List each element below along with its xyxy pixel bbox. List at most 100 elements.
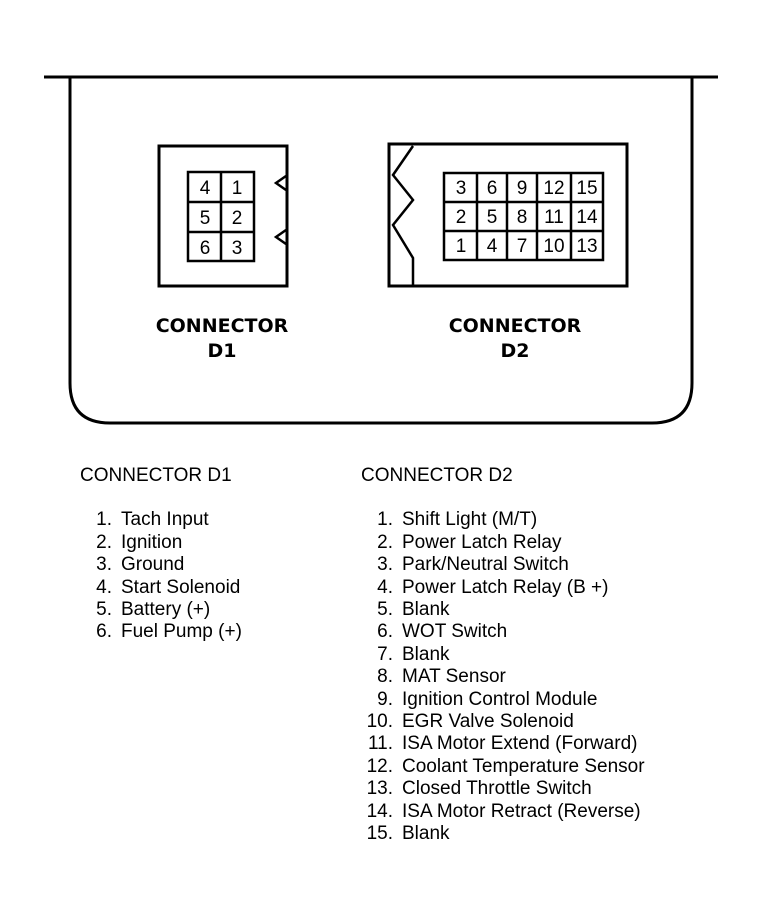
pin-number: 6 (487, 178, 498, 199)
legend-item: 15. Blank (361, 823, 645, 845)
connector-d1-housing (157, 144, 289, 288)
connector-d2-title: CONNECTOR (449, 315, 582, 337)
legend-item-number: 3. (96, 554, 112, 576)
pin-number: 8 (517, 207, 528, 228)
connector-d2-housing (387, 142, 629, 288)
legend-connector-d1: CONNECTOR D1 1. Tach Input 2. Ignition 3. Gro… (80, 465, 242, 644)
pin-number: 1 (232, 178, 243, 199)
pin-number: 5 (200, 208, 211, 229)
legend-item-label: WOT Switch (402, 621, 508, 643)
legend-connector-d2: CONNECTOR D2 1. Shift Light (M/T) 2. Power … (361, 465, 645, 846)
pin-number: 7 (517, 236, 528, 257)
pin-number: 10 (543, 236, 564, 257)
pin-number: 3 (232, 238, 243, 259)
legend-item: 2. Power Latch Relay (361, 532, 645, 554)
legend-item-label: Ignition Control Module (402, 688, 598, 710)
connector-d1-title: CONNECTOR (156, 315, 289, 337)
legend-item: 2. Ignition (80, 532, 242, 554)
legend-item-number: 3. (377, 554, 393, 576)
legend-item: 1. Tach Input (80, 509, 242, 531)
legend-item-label: Power Latch Relay (402, 531, 562, 553)
pin-number: 2 (456, 207, 467, 228)
legend-item-number: 2. (377, 531, 393, 553)
legend-item: 4. Start Solenoid (80, 577, 242, 599)
legend-item-number: 5. (96, 599, 112, 621)
pin-number: 5 (487, 207, 498, 228)
connector-d1-subtitle: D1 (208, 340, 237, 362)
legend-item-label: Blank (402, 599, 450, 621)
legend-item: 12. Coolant Temperature Sensor (361, 756, 645, 778)
legend-d1-list: 1. Tach Input 2. Ignition 3. Ground 4. Start So… (80, 509, 242, 643)
legend-item-label: Power Latch Relay (B +) (402, 576, 609, 598)
legend-item-label: ISA Motor Retract (Reverse) (402, 800, 641, 822)
legend-item: 3. Park/Neutral Switch (361, 554, 645, 576)
pin-number: 12 (543, 178, 564, 199)
legend-item-label: Ground (121, 554, 185, 576)
legend-item-number: 2. (96, 531, 112, 553)
legend-d2-heading: CONNECTOR D2 (361, 465, 513, 486)
connector-d2-zigzag (391, 145, 415, 286)
legend-item: 1. Shift Light (M/T) (361, 509, 645, 531)
legend-item-number: 6. (96, 621, 112, 643)
legend-item-number: 1. (96, 509, 112, 531)
legend-item-label: Shift Light (M/T) (402, 509, 538, 531)
legend-item: 7. Blank (361, 644, 645, 666)
pin-number: 4 (200, 178, 211, 199)
legend-item: 4. Power Latch Relay (B +) (361, 577, 645, 599)
legend-item-number: 4. (377, 576, 393, 598)
legend-item-label: Closed Throttle Switch (402, 778, 592, 800)
connector-d2-subtitle: D2 (501, 340, 530, 362)
legend-item: 9. Ignition Control Module (361, 689, 645, 711)
legend-item-label: Blank (402, 643, 450, 665)
legend-item-number: 11. (367, 733, 393, 755)
legend-item-number: 13. (366, 778, 393, 800)
legend-item: 14. ISA Motor Retract (Reverse) (361, 801, 645, 823)
legend-item: 3. Ground (80, 554, 242, 576)
legend-item-number: 4. (96, 576, 112, 598)
legend-item: 5. Battery (+) (80, 599, 242, 621)
connector-d2-pin-block (442, 171, 605, 262)
pin-number: 1 (456, 236, 467, 257)
legend-item: 11.ISA Motor Extend (Forward) (361, 733, 645, 755)
legend-item-number: 5. (377, 599, 393, 621)
legend-item-number: 10. (366, 711, 393, 733)
legend-d1-heading: CONNECTOR D1 (80, 465, 232, 486)
pin-number: 13 (576, 236, 597, 257)
pin-number: 9 (517, 178, 528, 199)
legend-item: 8.MAT Sensor (361, 666, 645, 688)
legend-item: 6. WOT Switch (361, 621, 645, 643)
legend-item-number: 14. (366, 800, 393, 822)
legend-item-label: Battery (+) (121, 599, 211, 621)
legend-item-label: EGR Valve Solenoid (402, 711, 574, 733)
pin-number: 3 (456, 178, 467, 199)
legend-item-number: 7. (377, 643, 393, 665)
pin-number: 14 (576, 207, 598, 228)
legend-item-number: 12. (366, 755, 393, 777)
legend-item-number: 15. (366, 823, 393, 845)
enclosure-outline (68, 77, 694, 425)
latch-notch (273, 228, 287, 246)
legend-item: 6. Fuel Pump (+) (80, 621, 242, 643)
pin-number: 2 (232, 208, 243, 229)
pin-number: 15 (576, 178, 597, 199)
legend-item-label: Coolant Temperature Sensor (402, 755, 645, 777)
pin-number: 4 (487, 236, 498, 257)
legend-item-label: Tach Input (121, 509, 209, 531)
legend-item-number: 9. (377, 688, 393, 710)
legend-item: 10. EGR Valve Solenoid (361, 711, 645, 733)
latch-notch (273, 174, 287, 192)
legend-item-label: Blank (402, 823, 450, 845)
legend-item-number: 1. (377, 509, 393, 531)
legend-item-label: Start Solenoid (121, 576, 241, 598)
pin-number: 6 (200, 238, 211, 259)
legend-item-number: 6. (377, 621, 393, 643)
legend-item-label: Ignition (121, 531, 183, 553)
legend-item: 5. Blank (361, 599, 645, 621)
legend-item-number: 8. (377, 666, 393, 688)
legend-item-label: Park/Neutral Switch (402, 554, 569, 576)
legend-item-label: Fuel Pump (+) (121, 621, 242, 643)
